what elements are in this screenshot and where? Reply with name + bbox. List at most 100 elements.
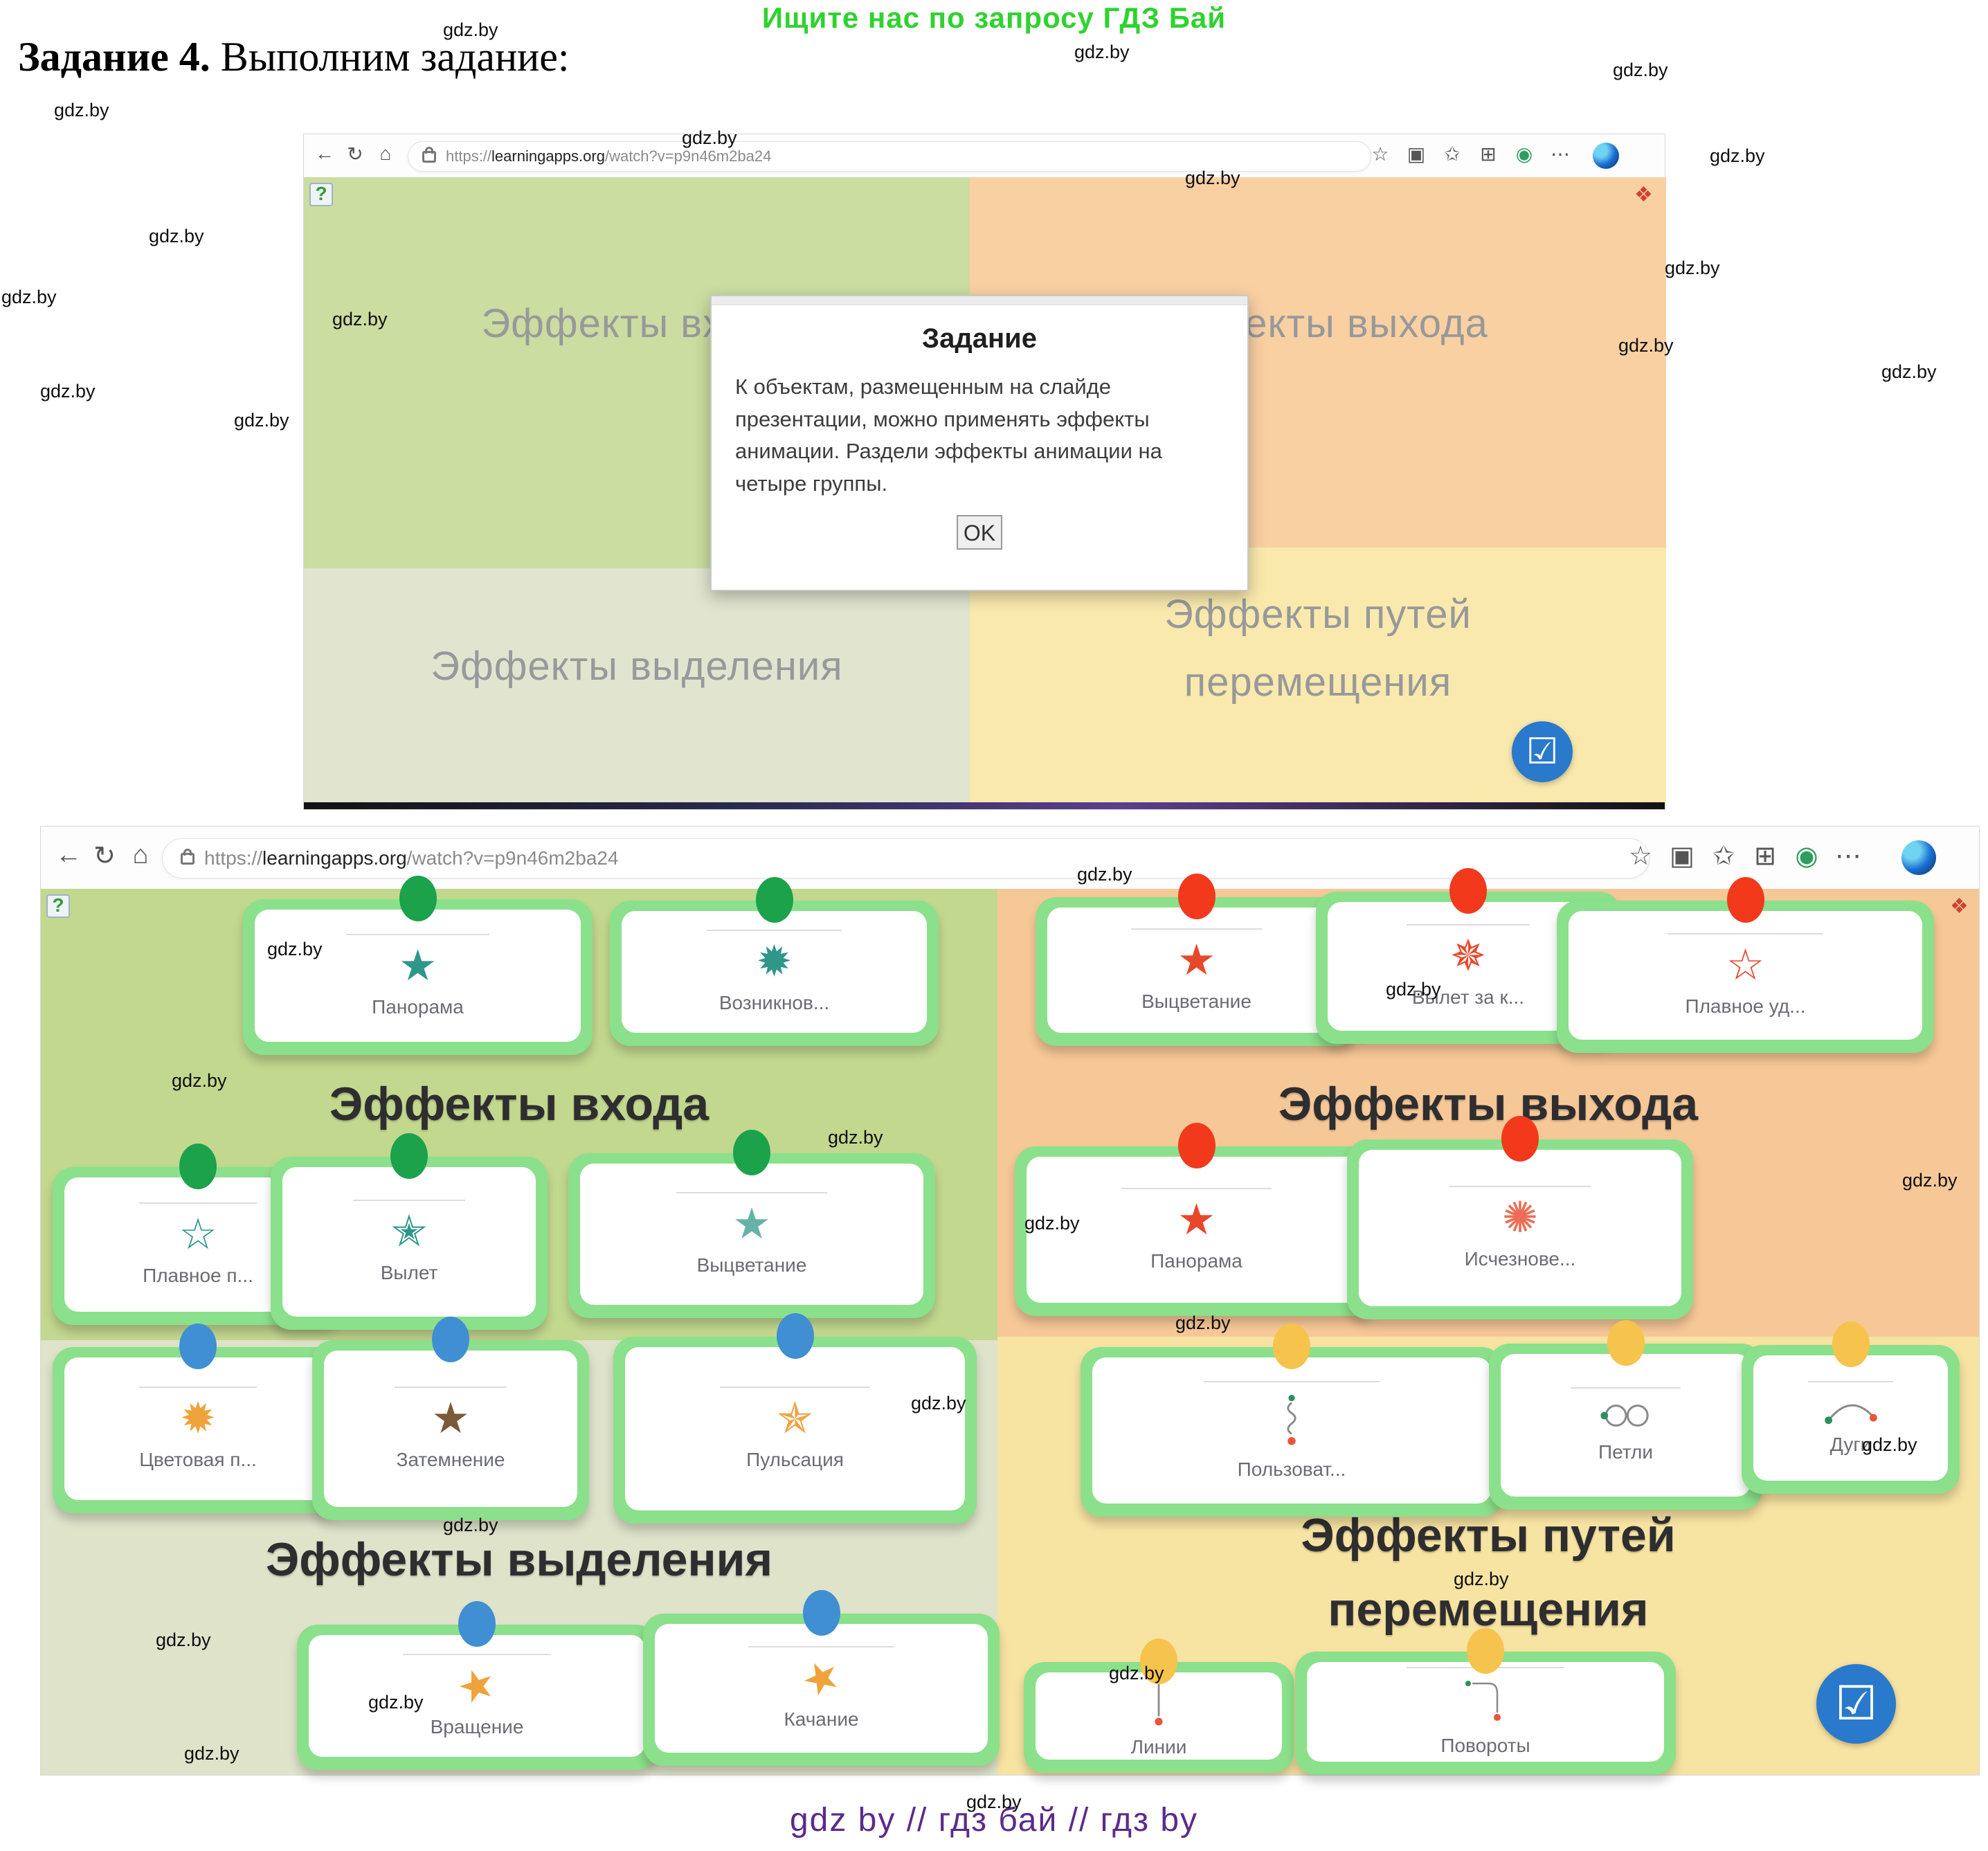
browser-essentials-icon[interactable]: ◉ — [1795, 842, 1818, 871]
effect-card-panorama-entrance[interactable]: ★ Панорама — [243, 876, 593, 1055]
effect-card-turns[interactable]: Повороты — [1295, 1628, 1676, 1775]
divider — [139, 1202, 257, 1204]
watermark: gdz.by — [40, 381, 96, 401]
effect-card-appear[interactable]: ✹ Возникнов... — [610, 877, 939, 1046]
effect-card-spin[interactable]: ★ Вращение — [297, 1601, 657, 1770]
dialog-body: К объектам, размещенным на слайде презен… — [735, 374, 1162, 496]
watermark: gdz.by — [1024, 1213, 1080, 1234]
star-outline-icon: ☆ — [1726, 941, 1765, 989]
card-label: Выцветание — [1141, 990, 1251, 1012]
help-icon[interactable]: ? — [46, 894, 70, 918]
effect-card-custom-path[interactable]: Пользоват... — [1081, 1324, 1503, 1517]
effect-card-lines[interactable]: Линии — [1024, 1638, 1294, 1773]
pin-icon — [802, 1590, 840, 1636]
effect-card-fade-zoom-exit[interactable]: ☆ Плавное уд... — [1557, 877, 1934, 1053]
edge-logo-icon[interactable] — [1593, 143, 1619, 169]
more-menu-icon[interactable]: ⋯ — [1835, 842, 1861, 871]
split-screen-icon[interactable]: ▣ — [1407, 143, 1426, 165]
effect-card-color-pulse[interactable]: ✹ Цветовая п... — [53, 1324, 343, 1513]
effect-card-pulse[interactable]: ✯ Пульсация — [613, 1313, 977, 1524]
effect-card-fly-in[interactable]: ✭ Вылет — [271, 1133, 548, 1330]
ok-button[interactable]: OK — [957, 515, 1002, 550]
page-title: Задание 4. Выполним задание: — [18, 33, 570, 81]
back-icon[interactable]: ← — [315, 143, 334, 164]
footer-text: gdz by // гдз бай // гдз by — [789, 1802, 1199, 1839]
fullscreen-icon[interactable]: ❖ — [1634, 183, 1653, 206]
dialog-titlebar — [712, 296, 1247, 305]
browser-essentials-icon[interactable]: ◉ — [1515, 143, 1533, 165]
collections-icon[interactable]: ⊞ — [1754, 842, 1776, 871]
effect-card-disappear[interactable]: ✺ Исчезнове... — [1347, 1116, 1693, 1319]
watermark: gdz.by — [682, 127, 737, 148]
divider — [676, 1192, 828, 1193]
divider — [1449, 1186, 1591, 1187]
star-icon: ★ — [732, 1200, 771, 1248]
pin-icon — [776, 1313, 814, 1359]
card-label: Цветовая п... — [139, 1449, 257, 1470]
address-bar[interactable]: https://learningapps.org/watch?v=p9n46m2… — [162, 838, 1650, 878]
emphasis-quadrant — [304, 568, 970, 802]
effect-card-arcs[interactable]: Дуги — [1742, 1321, 1960, 1494]
pin-icon — [1832, 1321, 1870, 1367]
pin-icon — [432, 1317, 469, 1362]
favorite-star-icon[interactable]: ☆ — [1628, 842, 1653, 871]
divider — [1130, 928, 1263, 930]
favorites-bar-icon[interactable]: ✩ — [1444, 143, 1461, 165]
refresh-icon[interactable]: ↻ — [347, 143, 363, 165]
pin-icon — [179, 1144, 217, 1189]
divider — [1571, 1387, 1681, 1389]
card-label: Вращение — [430, 1716, 524, 1737]
star-circle-icon: ✯ — [777, 1395, 813, 1443]
watermark: gdz.by — [332, 309, 388, 329]
starburst-icon: ✹ — [180, 1395, 216, 1443]
effect-card-swing[interactable]: ★ Качание — [643, 1590, 1000, 1766]
refresh-icon[interactable]: ↻ — [93, 842, 116, 871]
watermark: gdz.by — [172, 1070, 227, 1091]
effect-card-loops[interactable]: Петли — [1489, 1320, 1762, 1510]
task-number: Задание 4. — [18, 34, 210, 80]
emphasis-quadrant-label: Эффекты выделения — [431, 644, 843, 689]
collections-icon[interactable]: ⊞ — [1480, 143, 1497, 165]
fullscreen-icon[interactable]: ❖ — [1950, 895, 1969, 918]
favorites-bar-icon[interactable]: ✩ — [1713, 842, 1735, 871]
favorite-star-icon[interactable]: ☆ — [1371, 143, 1389, 165]
check-answer-button[interactable]: ☑ — [1816, 1664, 1896, 1744]
watermark: gdz.by — [828, 1127, 883, 1148]
watermark: gdz.by — [368, 1692, 424, 1713]
watermark: gdz.by — [1881, 361, 1937, 382]
check-answer-button[interactable]: ☑ — [1512, 721, 1573, 782]
divider — [139, 1387, 257, 1388]
card-label: Выцветание — [696, 1254, 807, 1276]
edge-logo-icon[interactable] — [1901, 840, 1936, 875]
card-label: Панорама — [1150, 1249, 1242, 1272]
url-path: /watch?v=p9n46m2ba24 — [604, 147, 772, 165]
back-icon[interactable]: ← — [55, 840, 82, 869]
spin-star-icon: ★ — [451, 1657, 503, 1715]
split-screen-icon[interactable]: ▣ — [1670, 842, 1695, 871]
divider — [1406, 924, 1530, 926]
divider — [1807, 1380, 1894, 1382]
loops-path-icon — [1600, 1405, 1649, 1427]
address-bar[interactable]: https://learningapps.org/watch?v=p9n46m2… — [408, 141, 1371, 172]
star-rays-icon: ✵ — [1450, 932, 1486, 980]
watermark: gdz.by — [1185, 168, 1240, 188]
watermark: gdz.by — [911, 1393, 966, 1414]
home-icon[interactable]: ⌂ — [379, 143, 392, 164]
pin-icon — [1177, 874, 1216, 919]
watermark: gdz.by — [443, 19, 498, 40]
url-host: learningapps.org — [262, 847, 407, 869]
emphasis-header: Эффекты выделения — [265, 1533, 773, 1586]
watermark: gdz.by — [156, 1629, 211, 1650]
effect-card-darken[interactable]: ★ Затемнение — [312, 1317, 589, 1520]
more-menu-icon[interactable]: ⋯ — [1551, 143, 1570, 165]
effect-card-fade-entrance[interactable]: ★ Выцветание — [568, 1130, 935, 1318]
home-icon[interactable]: ⌂ — [132, 840, 149, 869]
effect-card-fade-exit[interactable]: ★ Выцветание — [1036, 874, 1357, 1046]
divider — [1204, 1380, 1380, 1382]
path-quadrant-label-line1: Эффекты путей — [1164, 592, 1472, 637]
effect-card-panorama-exit[interactable]: ★ Панорама — [1015, 1123, 1378, 1316]
card-label: Качание — [784, 1708, 859, 1730]
window-divider — [304, 802, 1665, 809]
path-header-line2: перемещения — [1328, 1583, 1649, 1636]
help-icon[interactable]: ? — [309, 183, 333, 206]
